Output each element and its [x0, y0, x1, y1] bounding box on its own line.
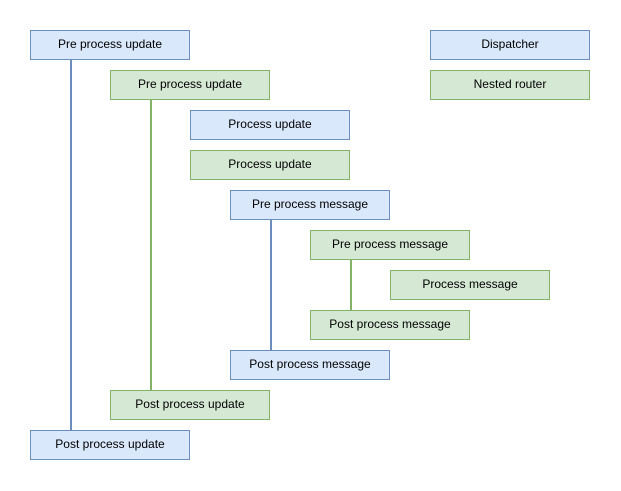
- node-nested-router: Nested router: [430, 70, 590, 100]
- node-post-process-message: Post process message: [310, 310, 470, 340]
- node-label: Pre process update: [137, 77, 243, 92]
- connector-blue-2: [270, 220, 272, 350]
- node-label: Post process update: [55, 437, 165, 452]
- node-label: Post process message: [249, 357, 371, 372]
- node-post-process-update: Post process update: [110, 390, 270, 420]
- node-pre-process-message: Pre process message: [310, 230, 470, 260]
- node-label: Post process update: [135, 397, 245, 412]
- node-post-process-message: Post process message: [230, 350, 390, 380]
- node-label: Post process message: [329, 317, 451, 332]
- node-label: Pre process message: [251, 197, 369, 212]
- node-process-update: Process update: [190, 110, 350, 140]
- node-label: Pre process message: [331, 237, 449, 252]
- node-label: Pre process update: [57, 37, 163, 52]
- node-pre-process-message: Pre process message: [230, 190, 390, 220]
- node-label: Process update: [228, 157, 312, 172]
- node-label: Nested router: [473, 77, 547, 92]
- node-label: Process update: [228, 117, 312, 132]
- node-dispatcher: Dispatcher: [430, 30, 590, 60]
- node-post-process-update: Post process update: [30, 430, 190, 460]
- node-label: Process message: [422, 277, 518, 292]
- connector-green-3: [350, 260, 352, 310]
- node-pre-process-update: Pre process update: [30, 30, 190, 60]
- node-label: Dispatcher: [481, 37, 539, 52]
- node-process-update: Process update: [190, 150, 350, 180]
- connector-green-1: [150, 100, 152, 390]
- connector-blue-0: [70, 60, 72, 430]
- node-pre-process-update: Pre process update: [110, 70, 270, 100]
- node-process-message: Process message: [390, 270, 550, 300]
